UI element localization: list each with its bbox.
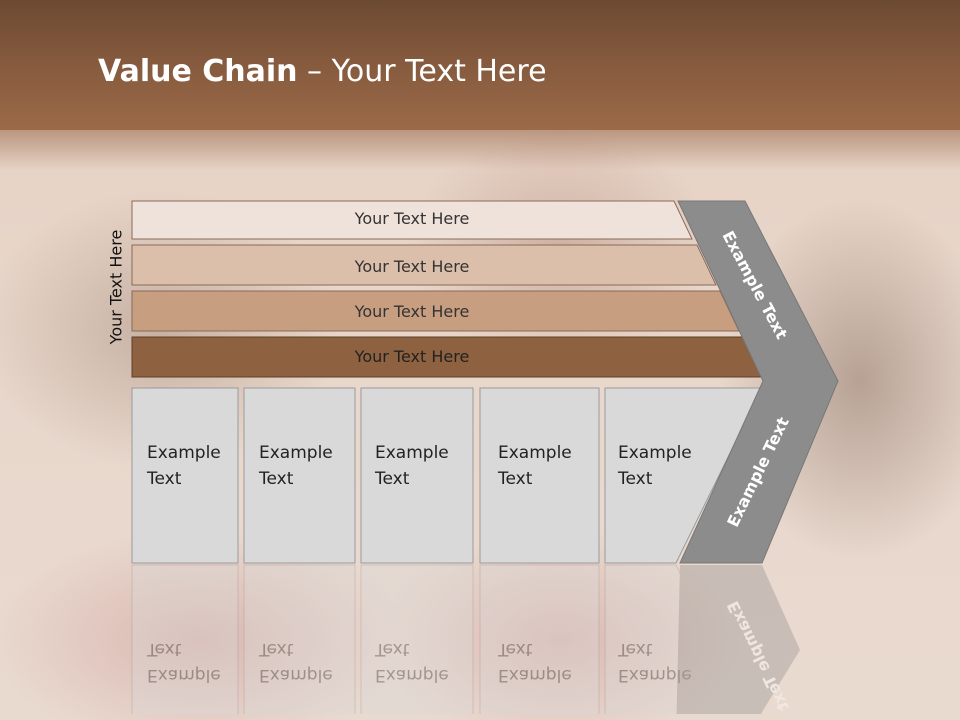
title-bold: Value Chain [98, 54, 298, 89]
header-fade [0, 130, 960, 170]
chevron-arrow[interactable] [677, 200, 839, 564]
bar-2[interactable] [131, 244, 717, 286]
header-band [0, 0, 960, 130]
title-rest: – Your Text Here [297, 54, 547, 89]
box-3[interactable] [360, 387, 474, 564]
bar-1[interactable] [131, 200, 693, 240]
box-4[interactable] [479, 387, 600, 564]
box-2[interactable] [243, 387, 356, 564]
bar-3-label: Your Text Here [354, 302, 470, 321]
slide-title[interactable]: Value Chain – Your Text Here [98, 54, 547, 89]
bar-4-label: Your Text Here [354, 347, 470, 366]
box-1[interactable] [131, 387, 239, 564]
bar-2-label: Your Text Here [354, 257, 470, 276]
box-5[interactable] [604, 387, 763, 564]
bar-1-label: Your Text Here [354, 209, 470, 228]
